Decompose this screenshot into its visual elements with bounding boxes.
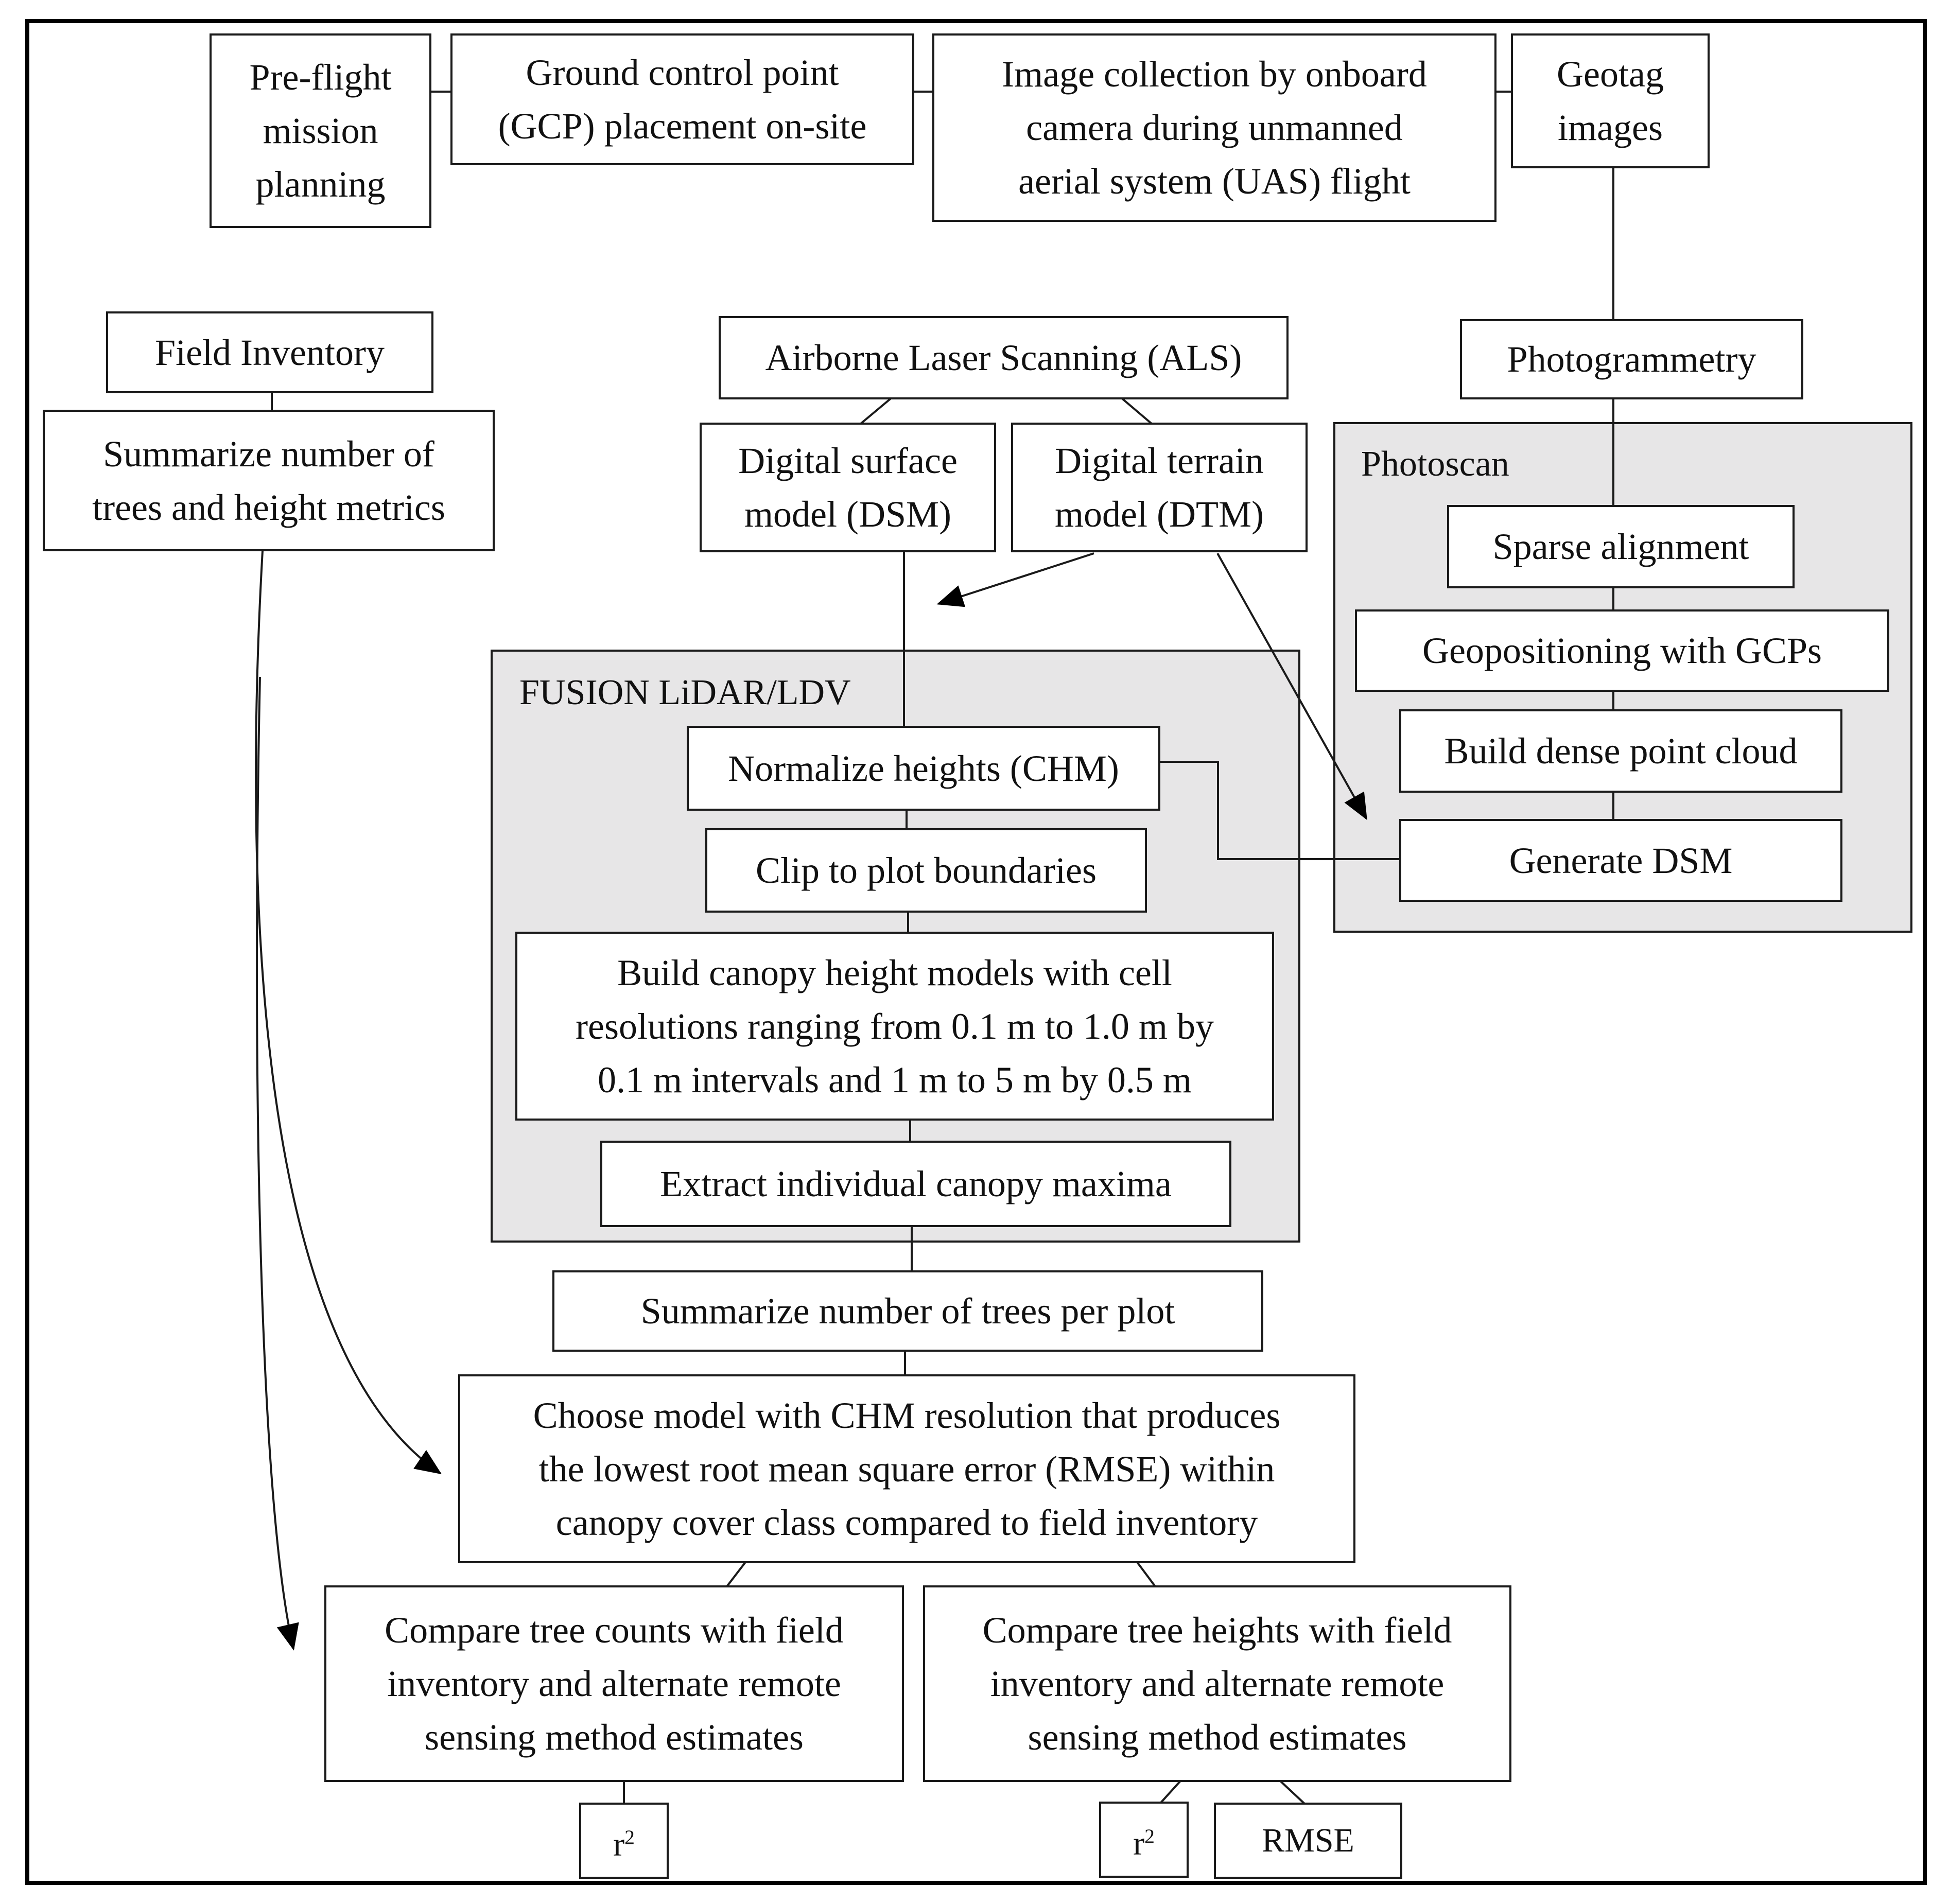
sparse-alignment-text: Sparse alignment xyxy=(1492,526,1749,567)
sparse-alignment-box: Sparse alignment xyxy=(1447,505,1795,588)
gcp-placement-box: Ground control point (GCP) placement on-… xyxy=(450,33,914,165)
rmse-text: RMSE xyxy=(1262,1822,1354,1859)
summarize-metrics-box: Summarize number of trees and height met… xyxy=(43,410,495,551)
normalize-heights-text: Normalize heights (CHM) xyxy=(728,747,1119,789)
dense-point-cloud-text: Build dense point cloud xyxy=(1444,730,1798,772)
field-inventory-text: Field Inventory xyxy=(155,331,385,373)
heights-r2-box: r2 xyxy=(1099,1802,1189,1878)
compare-heights-box: Compare tree heights with field inventor… xyxy=(923,1585,1511,1782)
clip-boundaries-box: Clip to plot boundaries xyxy=(705,828,1147,913)
outer-frame xyxy=(25,19,1927,1885)
choose-model-text: Choose model with CHM resolution that pr… xyxy=(533,1394,1281,1543)
counts-r2-box: r2 xyxy=(579,1803,669,1879)
summarize-metrics-text: Summarize number of trees and height met… xyxy=(92,433,445,528)
build-chm-box: Build canopy height models with cell res… xyxy=(515,932,1274,1121)
compare-counts-text: Compare tree counts with field inventory… xyxy=(385,1610,844,1758)
geotag-images-box: Geotag images xyxy=(1511,33,1710,168)
counts-r2-text: r2 xyxy=(613,1825,635,1863)
arrow-dtm-generate xyxy=(1216,553,1367,820)
als-text: Airborne Laser Scanning (ALS) xyxy=(765,337,1242,378)
generate-dsm-box: Generate DSM xyxy=(1399,819,1842,902)
link-als-dsm xyxy=(860,396,893,425)
link-heights-rmse xyxy=(1279,1780,1306,1805)
build-chm-text: Build canopy height models with cell res… xyxy=(576,952,1214,1101)
rmse-box: RMSE xyxy=(1214,1803,1402,1879)
preflight-planning-box: Pre-flight mission planning xyxy=(210,33,431,228)
link-choose-heights xyxy=(1136,1561,1156,1587)
summarize-trees-box: Summarize number of trees per plot xyxy=(552,1270,1263,1352)
link-als-dtm xyxy=(1120,396,1153,425)
link-heights-r2 xyxy=(1160,1780,1181,1804)
clip-boundaries-text: Clip to plot boundaries xyxy=(756,850,1097,891)
extract-maxima-box: Extract individual canopy maxima xyxy=(600,1141,1231,1227)
image-collection-box: Image collection by onboard camera durin… xyxy=(932,33,1496,222)
normalize-heights-box: Normalize heights (CHM) xyxy=(687,726,1160,811)
photoscan-group-label: Photoscan xyxy=(1361,444,1509,484)
als-box: Airborne Laser Scanning (ALS) xyxy=(719,316,1289,399)
dense-point-cloud-box: Build dense point cloud xyxy=(1399,709,1842,793)
generate-dsm-text: Generate DSM xyxy=(1509,840,1733,881)
image-collection-text: Image collection by onboard camera durin… xyxy=(1002,54,1427,202)
extract-maxima-text: Extract individual canopy maxima xyxy=(660,1163,1172,1204)
geopositioning-text: Geopositioning with GCPs xyxy=(1422,630,1822,671)
gcp-placement-text: Ground control point (GCP) placement on-… xyxy=(498,52,867,147)
link-normalize-generate xyxy=(1159,761,1400,860)
compare-heights-text: Compare tree heights with field inventor… xyxy=(982,1610,1452,1758)
dsm-text: Digital surface model (DSM) xyxy=(738,440,958,535)
dtm-text: Digital terrain model (DTM) xyxy=(1055,440,1264,535)
arrow-summarize-counts xyxy=(255,676,299,1651)
summarize-trees-text: Summarize number of trees per plot xyxy=(640,1290,1175,1332)
preflight-planning-text: Pre-flight mission planning xyxy=(249,57,392,205)
dtm-box: Digital terrain model (DTM) xyxy=(1011,423,1308,552)
photogrammetry-text: Photogrammetry xyxy=(1507,339,1756,380)
field-inventory-box: Field Inventory xyxy=(106,311,433,393)
dsm-box: Digital surface model (DSM) xyxy=(700,423,996,552)
compare-counts-box: Compare tree counts with field inventory… xyxy=(324,1585,904,1782)
fusion-group-label: FUSION LiDAR/LDV xyxy=(519,673,851,712)
arrow-summarize-choose xyxy=(255,550,442,1475)
photogrammetry-box: Photogrammetry xyxy=(1460,319,1803,399)
heights-r2-text: r2 xyxy=(1133,1824,1155,1862)
geotag-images-text: Geotag images xyxy=(1557,54,1664,148)
geopositioning-box: Geopositioning with GCPs xyxy=(1355,609,1889,692)
link-choose-counts xyxy=(726,1561,746,1587)
arrow-dtm-fusion xyxy=(936,552,1094,607)
choose-model-box: Choose model with CHM resolution that pr… xyxy=(458,1374,1355,1563)
